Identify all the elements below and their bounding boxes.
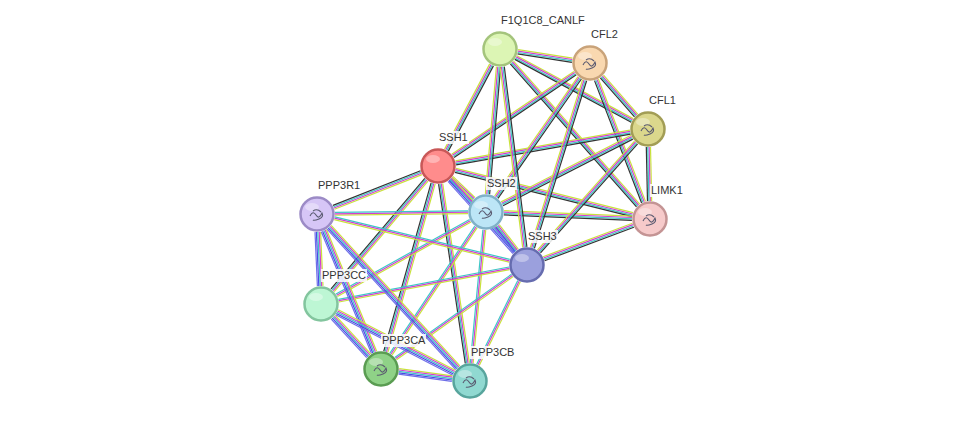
node-label: PPP3R1 — [317, 179, 361, 192]
evidence-line — [503, 67, 526, 247]
node-label: SSH2 — [486, 177, 517, 190]
evidence-line — [329, 227, 458, 367]
interaction-edge — [399, 369, 453, 382]
evidence-line — [335, 211, 468, 213]
evidence-line — [495, 228, 514, 253]
evidence-line — [328, 228, 457, 369]
node-circle — [420, 148, 456, 184]
evidence-line — [533, 80, 585, 248]
interaction-edge — [336, 220, 471, 297]
protein-node: F1Q1C8_CANLF — [482, 31, 518, 67]
node-label: LIMK1 — [650, 184, 684, 197]
evidence-line — [496, 227, 515, 252]
evidence-line — [545, 227, 634, 260]
evidence-line — [497, 226, 516, 251]
protein-node: PPP3R1 — [299, 196, 335, 232]
evidence-line — [456, 133, 631, 164]
protein-node: LIMK1 — [632, 201, 668, 237]
node-label: SSH1 — [438, 131, 469, 144]
evidence-line — [399, 373, 452, 380]
protein-node: CFL2 — [572, 45, 608, 81]
node-label: PPP3CB — [470, 346, 515, 359]
evidence-line — [399, 374, 452, 381]
evidence-line — [315, 232, 317, 286]
node-circle — [303, 286, 339, 322]
interaction-edge — [335, 211, 468, 215]
evidence-line — [601, 77, 635, 116]
node-circle — [632, 201, 668, 237]
evidence-line — [504, 67, 527, 247]
evidence-line — [503, 139, 633, 206]
node-circle — [482, 31, 518, 67]
protein-node: PPP3CC — [303, 286, 339, 322]
evidence-line — [330, 226, 459, 366]
evidence-line — [448, 181, 513, 253]
node-circle — [363, 351, 399, 387]
evidence-line — [331, 225, 460, 365]
node-circle — [630, 111, 666, 147]
evidence-line — [532, 80, 584, 248]
protein-node: SSH1 — [420, 148, 456, 184]
evidence-line — [387, 184, 434, 352]
node-label: PPP3CC — [321, 269, 367, 282]
protein-node: SSH3 — [509, 247, 545, 283]
evidence-line — [327, 229, 456, 369]
interaction-edge — [455, 130, 630, 165]
evidence-line — [498, 225, 517, 250]
interaction-edge — [327, 225, 460, 369]
evidence-line — [530, 80, 582, 248]
evidence-line — [518, 53, 572, 61]
protein-node: PPP3CB — [452, 363, 488, 399]
node-label: SSH3 — [527, 230, 558, 243]
evidence-line — [388, 184, 435, 352]
protein-node: CFL1 — [630, 111, 666, 147]
evidence-line — [500, 67, 523, 247]
evidence-line — [456, 131, 631, 162]
evidence-line — [490, 67, 501, 194]
evidence-line — [502, 67, 525, 247]
protein-node: PPP3CA — [363, 351, 399, 387]
evidence-line — [534, 81, 586, 249]
node-label: CFL2 — [590, 28, 619, 41]
interaction-edge — [495, 225, 518, 253]
node-circle — [509, 247, 545, 283]
node-label: F1Q1C8_CANLF — [500, 14, 586, 27]
evidence-line — [385, 183, 432, 351]
evidence-line — [646, 147, 647, 201]
node-circle — [452, 363, 488, 399]
node-circle — [468, 194, 504, 230]
evidence-line — [487, 67, 498, 194]
interaction-edge — [485, 67, 500, 194]
node-circle — [299, 196, 335, 232]
node-label: CFL1 — [648, 94, 677, 107]
protein-node: SSH2 — [468, 194, 504, 230]
interaction-edge — [500, 67, 527, 248]
node-circle — [572, 45, 608, 81]
interaction-edge — [530, 80, 586, 249]
evidence-line — [488, 67, 499, 194]
node-label: PPP3CA — [381, 334, 426, 347]
